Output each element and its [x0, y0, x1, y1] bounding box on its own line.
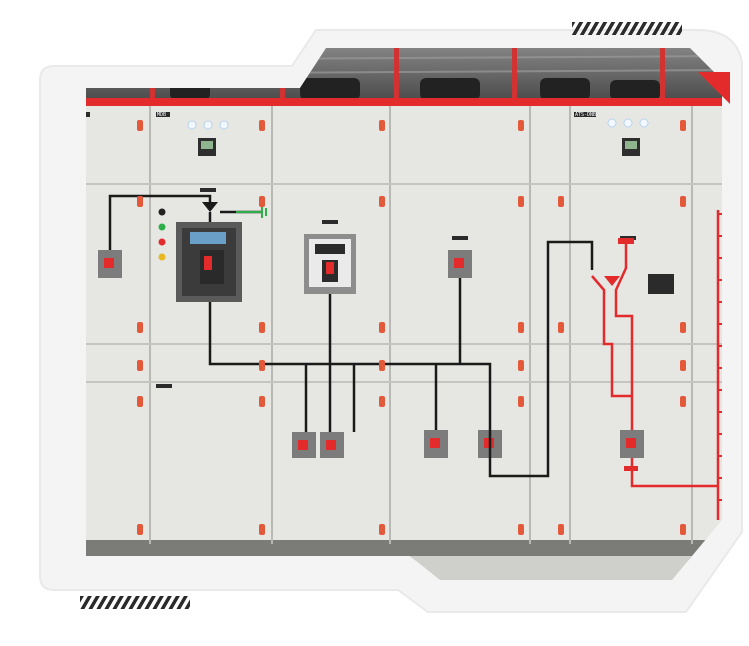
- indicator-lights: [187, 118, 649, 130]
- cabinet-seams: [149, 106, 693, 544]
- ats-diagram: [591, 210, 720, 520]
- push-buttons: [158, 208, 166, 261]
- door-handles: [137, 120, 686, 535]
- moulded-case-breaker: [304, 234, 356, 294]
- busbar-diagram: [108, 194, 594, 478]
- cabinet-label-5: ATS-DNB: [575, 112, 596, 118]
- photo-content: MDB ATS-DNB: [86, 48, 722, 580]
- top-right-stripes: [572, 22, 682, 35]
- top-trim: [86, 98, 722, 106]
- panel-body: [86, 106, 722, 546]
- ats-ladder: [718, 213, 722, 501]
- cabinet-label-2: MDB: [157, 112, 166, 118]
- small-breakers: [98, 250, 674, 458]
- red-triangle-icon: [698, 72, 730, 104]
- power-meters: [198, 138, 640, 156]
- ground-symbol: [236, 206, 267, 218]
- main-breaker: [176, 222, 242, 302]
- bottom-left-stripes: [80, 596, 190, 609]
